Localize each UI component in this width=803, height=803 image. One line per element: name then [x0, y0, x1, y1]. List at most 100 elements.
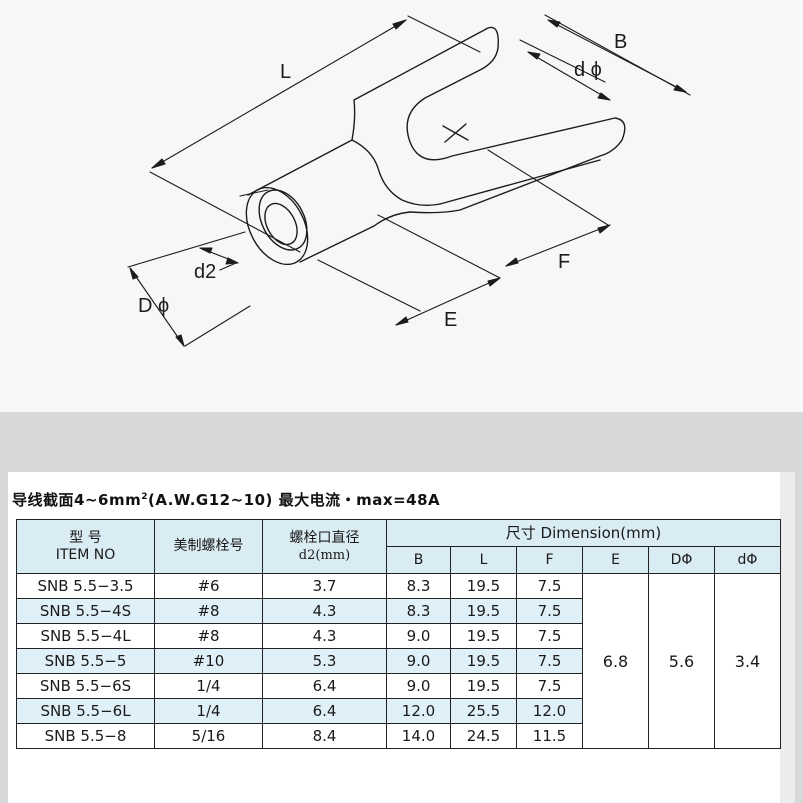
cell-L: 19.5 [450, 623, 517, 649]
cell-bolt: 1/4 [154, 673, 263, 699]
header-F: F [516, 546, 583, 574]
cell-E-shared: 6.8 [582, 573, 649, 749]
cell-B: 8.3 [386, 598, 451, 624]
header-bolt: 美制螺栓号 [154, 519, 263, 574]
cell-F: 12.0 [516, 698, 583, 724]
header-d2: 螺栓口直径 d2(mm) [262, 519, 387, 574]
cell-bolt: #10 [154, 648, 263, 674]
cell-d2: 4.3 [262, 598, 387, 624]
label-d2: d2 [194, 261, 216, 283]
cell-item: SNB 5.5−8 [16, 723, 155, 749]
barrel-top-edge [247, 139, 353, 196]
cell-bolt: 5/16 [154, 723, 263, 749]
header-E: E [582, 546, 649, 574]
table-row: SNB 5.5−3.5 #6 3.7 8.3 19.5 7.5 6.8 5.6 … [16, 573, 781, 749]
terminal-drawing-area: L B d ϕ F E d2 D ϕ [127, 14, 691, 347]
header-d2-unit: d2(mm) [298, 547, 351, 563]
cell-bolt: #8 [154, 598, 263, 624]
header-item-cn: 型 号 [69, 529, 102, 546]
dim-line-L [151, 19, 407, 169]
header-item: 型 号 ITEM NO [16, 519, 155, 574]
panel-right-edge [780, 472, 795, 803]
cell-L: 24.5 [450, 723, 517, 749]
fork-lower-edge [439, 159, 601, 205]
label-Dphi: D ϕ [138, 295, 169, 317]
header-Dphi: DΦ [648, 546, 715, 574]
terminal-body [245, 26, 626, 266]
label-dphi: d ϕ [574, 59, 602, 81]
cell-B: 8.3 [386, 573, 451, 599]
label-L: L [280, 61, 291, 83]
cell-item: SNB 5.5−6S [16, 673, 155, 699]
dim-line-Dphi [129, 267, 185, 347]
cell-F: 7.5 [516, 673, 583, 699]
table-row: SNB 5.5−6S 1/4 6.4 9.0 19.5 7.5 [16, 673, 781, 699]
cell-bolt: #8 [154, 623, 263, 649]
cell-d2: 6.4 [262, 698, 387, 724]
header-dphi: dΦ [714, 546, 781, 574]
spec-title-suffix: (A.W.G12~10) 最大电流・max=48A [147, 491, 441, 509]
neck-shoulder [373, 211, 411, 227]
table-row: SNB 5.5−8 5/16 8.4 14.0 24.5 11.5 [16, 723, 781, 749]
spade-terminal-diagram: L B d ϕ F E d2 D ϕ [127, 14, 691, 347]
cell-B: 9.0 [386, 673, 451, 699]
dimension-labels: L B d ϕ F E d2 D ϕ [138, 31, 627, 331]
header-dimension: 尺寸 Dimension(mm) [386, 519, 781, 547]
cell-d2: 3.7 [262, 573, 387, 599]
cell-F: 7.5 [516, 598, 583, 624]
spec-title: 导线截面4~6mm2(A.W.G12~10) 最大电流・max=48A [12, 489, 440, 510]
cell-F: 7.5 [516, 623, 583, 649]
dimension-lines [129, 19, 687, 347]
cell-d2: 6.4 [262, 673, 387, 699]
cell-dphi-shared: 3.4 [714, 573, 781, 749]
cell-d2: 5.3 [262, 648, 387, 674]
barrel-rim [258, 189, 308, 251]
cell-F: 11.5 [516, 723, 583, 749]
cell-B: 12.0 [386, 698, 451, 724]
cell-Dphi-shared: 5.6 [648, 573, 715, 749]
cell-item: SNB 5.5−6L [16, 698, 155, 724]
dim-line-F [505, 224, 611, 267]
cell-L: 19.5 [450, 673, 517, 699]
barrel-neck [351, 139, 441, 207]
header-item-en: ITEM NO [55, 546, 116, 563]
bolt-center-mark-2 [444, 123, 467, 143]
cell-B: 14.0 [386, 723, 451, 749]
label-F: F [558, 251, 570, 273]
cell-d2: 4.3 [262, 623, 387, 649]
dim-line-dphi [527, 51, 611, 101]
table-row: SNB 5.5−5 #10 5.3 9.0 19.5 7.5 [16, 648, 781, 674]
spec-table: 型 号 ITEM NO 美制螺栓号 螺栓口直径 d2(mm) 尺寸 Dimens… [16, 519, 781, 749]
cell-L: 19.5 [450, 573, 517, 599]
fork-upper-prong [351, 26, 626, 214]
table-row: SNB 5.5−4S #8 4.3 8.3 19.5 7.5 [16, 598, 781, 624]
label-E: E [444, 309, 457, 331]
header-L: L [450, 546, 517, 574]
header-d2-cn: 螺栓口直径 [289, 529, 360, 546]
cell-item: SNB 5.5−4L [16, 623, 155, 649]
header-B: B [386, 546, 451, 574]
cell-F: 7.5 [516, 648, 583, 674]
label-B: B [614, 31, 627, 53]
cell-L: 25.5 [450, 698, 517, 724]
spec-title-prefix: 导线截面4~6mm [12, 491, 142, 509]
cell-item: SNB 5.5−4S [16, 598, 155, 624]
cell-d2: 8.4 [262, 723, 387, 749]
cell-item: SNB 5.5−3.5 [16, 573, 155, 599]
dim-line-E [395, 277, 501, 326]
dim-line-B [547, 19, 687, 93]
cell-L: 19.5 [450, 648, 517, 674]
cell-bolt: #6 [154, 573, 263, 599]
cell-B: 9.0 [386, 648, 451, 674]
cell-item: SNB 5.5−5 [16, 648, 155, 674]
cell-L: 19.5 [450, 598, 517, 624]
spec-title-sup: 2 [141, 492, 148, 502]
barrel-bottom-edge [299, 225, 375, 263]
table-row: SNB 5.5−4L #8 4.3 9.0 19.5 7.5 [16, 623, 781, 649]
cell-B: 9.0 [386, 623, 451, 649]
cell-F: 7.5 [516, 573, 583, 599]
cell-bolt: 1/4 [154, 698, 263, 724]
barrel-inner-bore [264, 202, 298, 246]
extension-lines [127, 14, 691, 347]
table-row: SNB 5.5−6L 1/4 6.4 12.0 25.5 12.0 [16, 698, 781, 724]
